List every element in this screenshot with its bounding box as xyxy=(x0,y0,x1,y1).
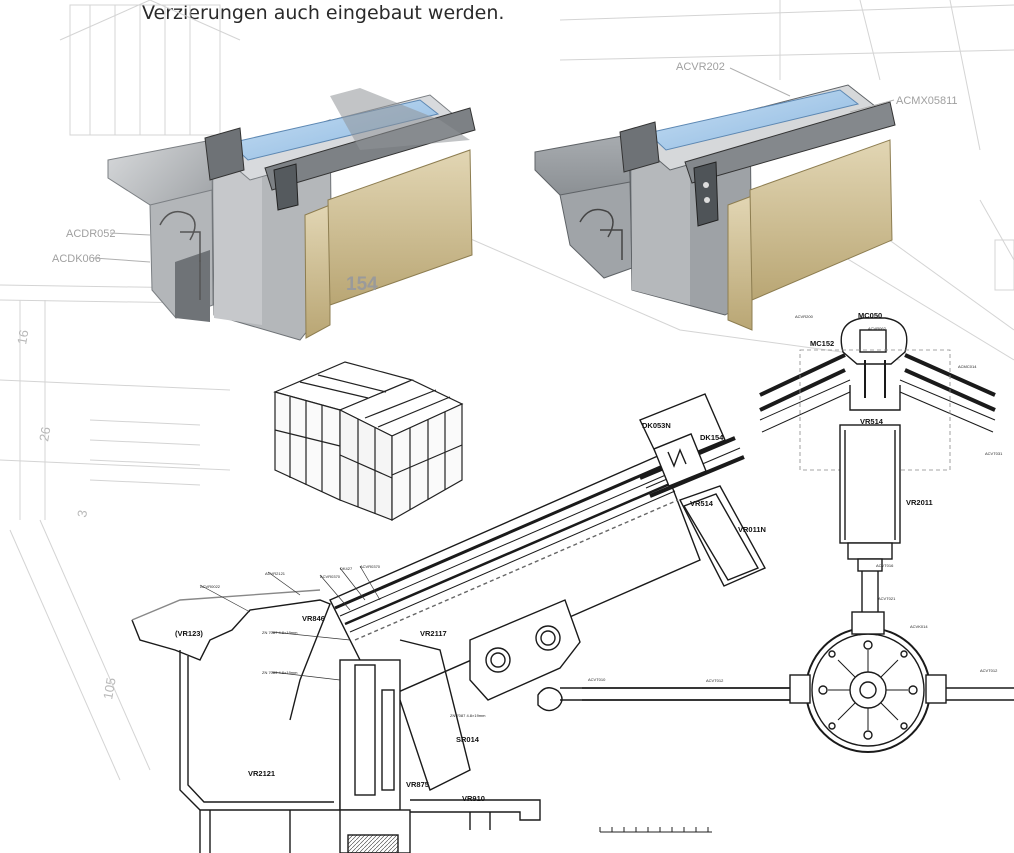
section-label: MC152 xyxy=(810,339,834,348)
section-label: SR014 xyxy=(456,735,480,744)
section-label: DK053N xyxy=(642,421,671,430)
svg-text:ACVR0370: ACVR0370 xyxy=(360,564,381,569)
scale-bar xyxy=(599,827,712,833)
svg-text:ZN 7087 4.8×19mm: ZN 7087 4.8×19mm xyxy=(450,713,486,718)
section-label: VR846 xyxy=(302,614,325,623)
svg-text:DK427: DK427 xyxy=(340,566,353,571)
svg-text:ACVR0022: ACVR0022 xyxy=(200,584,221,589)
svg-text:ACVT021: ACVT021 xyxy=(878,596,896,601)
section-label: DK154 xyxy=(700,433,724,442)
dimension-label: 3 xyxy=(74,509,90,519)
render-right: ACVR202 ACMX05811 xyxy=(534,61,958,331)
svg-text:ACVR200: ACVR200 xyxy=(795,314,814,319)
dimension-label: 16 xyxy=(14,329,31,346)
svg-text:ACVR0370: ACVR0370 xyxy=(320,574,341,579)
dimension-label: 154 xyxy=(346,274,378,295)
svg-text:ACMC014: ACMC014 xyxy=(958,364,977,369)
conservatory-isometric-icon xyxy=(273,361,464,522)
callout-label: ACVR202 xyxy=(676,61,725,73)
svg-text:ACVK014: ACVK014 xyxy=(910,624,928,629)
section-glazing-bar xyxy=(639,393,766,587)
section-label: VR011N xyxy=(738,525,766,534)
callout-label: ACMX05811 xyxy=(896,95,958,107)
section-label: (VR123) xyxy=(175,629,203,638)
svg-text:ZN 7087 4.8×19mm: ZN 7087 4.8×19mm xyxy=(262,630,298,635)
section-label: MC050 xyxy=(858,311,882,320)
caption-text: Verzierungen auch eingebaut werden. xyxy=(142,2,505,24)
section-eaves: ACVR0022 ACVR2121 ACVR0370 DK427 ACVR0370Z… xyxy=(131,454,800,853)
svg-text:ACVT012: ACVT012 xyxy=(706,678,724,683)
svg-text:ZN 7083 4.8×19mm: ZN 7083 4.8×19mm xyxy=(262,670,298,675)
section-label: VR514 xyxy=(690,499,714,508)
dimension-label: 105 xyxy=(100,677,119,701)
render-left: 154 ACDR052 ACDK066 xyxy=(52,88,476,341)
svg-text:ACVR062: ACVR062 xyxy=(868,326,887,331)
section-label: VR2121 xyxy=(248,769,275,778)
section-label: VR910 xyxy=(462,794,485,803)
svg-text:ACVT016: ACVT016 xyxy=(876,563,894,568)
section-label: VR875 xyxy=(406,780,429,789)
callout-label: ACDK066 xyxy=(52,253,101,265)
section-label: VR514 xyxy=(860,417,884,426)
svg-text:ACVT012: ACVT012 xyxy=(980,668,998,673)
svg-text:ACVT010: ACVT010 xyxy=(588,677,606,682)
dimension-label: 26 xyxy=(36,426,53,443)
section-label: VR2117 xyxy=(420,629,447,638)
svg-text:ACVR2121: ACVR2121 xyxy=(265,571,286,576)
callout-label: ACDR052 xyxy=(66,228,116,240)
section-label: VR2011 xyxy=(906,498,933,507)
svg-text:ACVT031: ACVT031 xyxy=(985,451,1003,456)
